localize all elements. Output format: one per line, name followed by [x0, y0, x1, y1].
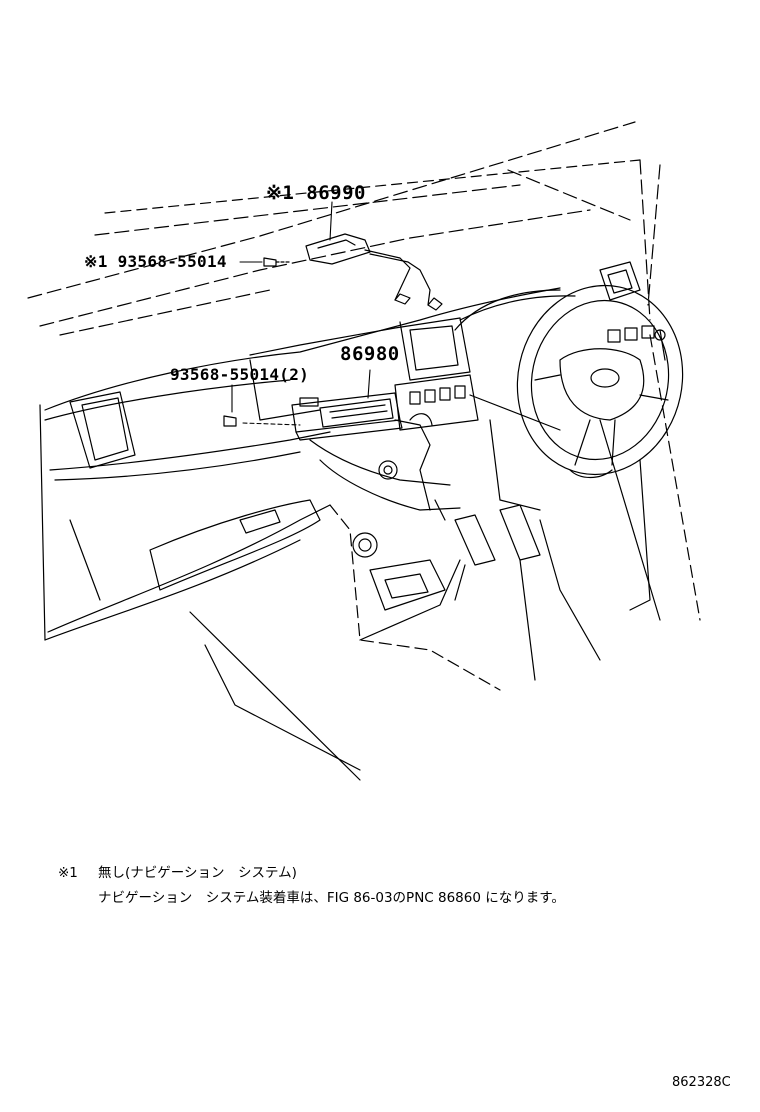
windshield-outline	[27, 121, 661, 336]
dashboard-body	[39, 287, 561, 781]
steering-wheel	[469, 284, 684, 511]
bolt-icon	[223, 257, 291, 427]
instrument-panel	[454, 261, 701, 621]
note-line-2: ナビゲーション システム装着車は、FIG 86-03のPNC 86860 になり…	[98, 890, 565, 906]
part-number-86990: ※1 86990	[266, 182, 366, 204]
note-mark: ※1	[58, 865, 78, 881]
part-number-bolt-lower: 93568-55014(2)	[170, 365, 310, 384]
component-86990	[305, 233, 443, 311]
leader-lines	[231, 201, 371, 426]
note-line-1: 無し(ナビゲーション システム)	[98, 865, 297, 881]
part-number-86980: 86980	[340, 343, 400, 365]
part-number-bolt-upper: ※1 93568-55014	[84, 252, 227, 271]
center-stack	[249, 317, 479, 511]
audio-unit-86980	[291, 392, 403, 441]
figure-code: 862328C	[672, 1075, 731, 1090]
pedals	[434, 499, 541, 601]
floor-lines	[519, 419, 661, 681]
